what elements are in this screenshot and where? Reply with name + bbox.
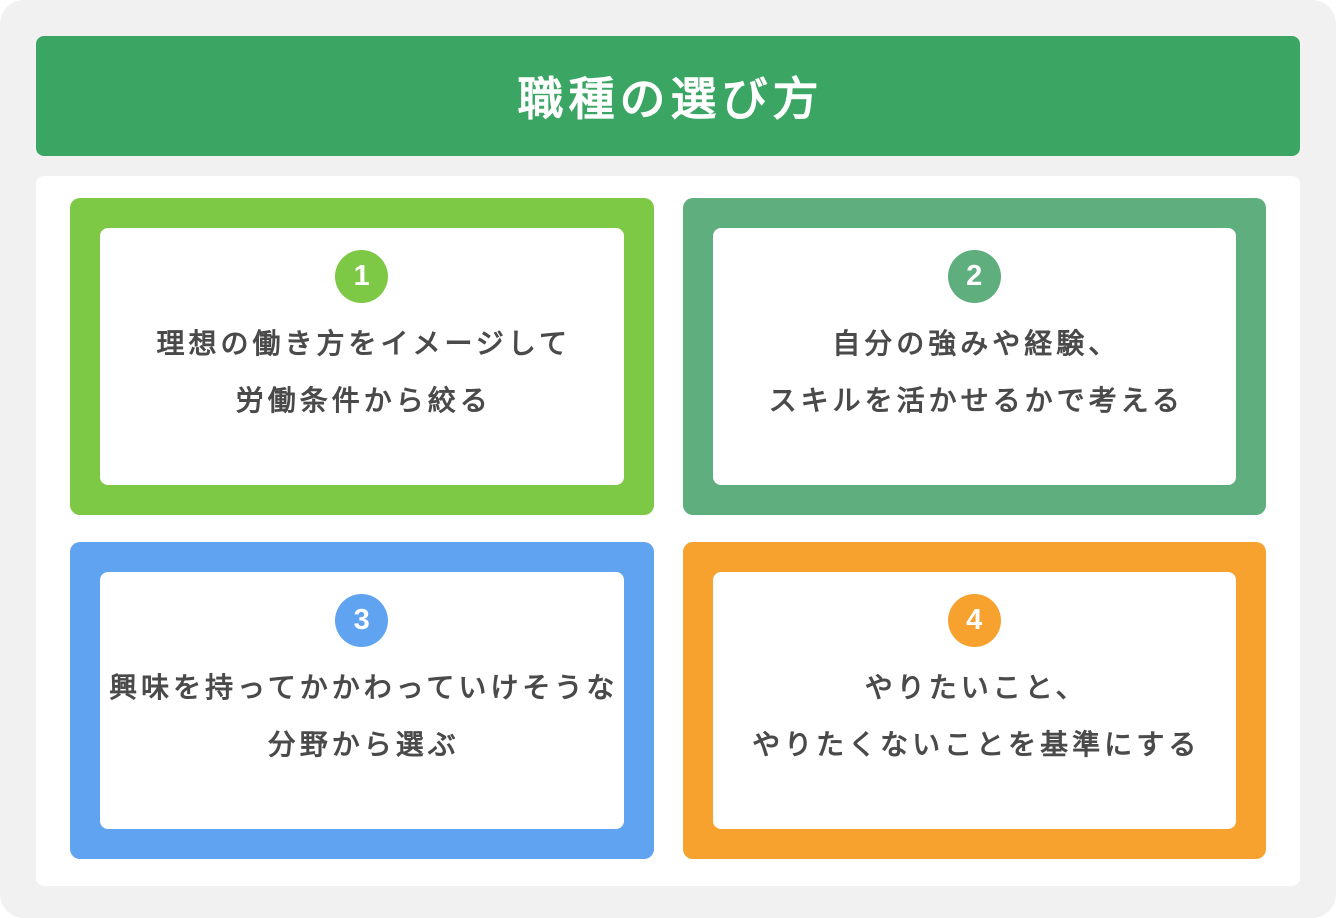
step-text-line: やりたくないことを基準にする bbox=[752, 729, 1201, 760]
cards-panel: 1 理想の働き方をイメージして 労働条件から絞る 2 自分の強みや経験、 スキル… bbox=[36, 176, 1300, 886]
card-step-1: 1 理想の働き方をイメージして 労働条件から絞る bbox=[70, 198, 654, 515]
step-number-badge: 2 bbox=[947, 250, 1001, 303]
header-banner: 職種の選び方 bbox=[36, 36, 1300, 156]
step-number-badge: 3 bbox=[335, 594, 389, 647]
card-step-4: 4 やりたいこと、 やりたくないことを基準にする bbox=[682, 542, 1266, 859]
step-text-line: 理想の働き方をイメージして bbox=[156, 328, 572, 359]
step-description: 自分の強みや経験、 スキルを活かせるかで考える bbox=[765, 315, 1184, 429]
card-body: 1 理想の働き方をイメージして 労働条件から絞る bbox=[100, 228, 624, 485]
step-description: 興味を持ってかかわっていけそうな 分野から選ぶ bbox=[105, 659, 618, 773]
card-body: 4 やりたいこと、 やりたくないことを基準にする bbox=[712, 572, 1236, 829]
step-number-badge: 1 bbox=[335, 250, 389, 303]
step-number-badge: 4 bbox=[947, 594, 1001, 647]
card-body: 2 自分の強みや経験、 スキルを活かせるかで考える bbox=[712, 228, 1236, 485]
step-description: やりたいこと、 やりたくないことを基準にする bbox=[748, 659, 1200, 773]
card-step-2: 2 自分の強みや経験、 スキルを活かせるかで考える bbox=[682, 198, 1266, 515]
card-body: 3 興味を持ってかかわっていけそうな 分野から選ぶ bbox=[100, 572, 624, 829]
step-text-line: 労働条件から絞る bbox=[235, 385, 492, 416]
step-text-line: スキルを活かせるかで考える bbox=[768, 385, 1184, 416]
step-description: 理想の働き方をイメージして 労働条件から絞る bbox=[152, 315, 571, 429]
page-title: 職種の選び方 bbox=[517, 73, 824, 125]
step-text-line: 分野から選ぶ bbox=[267, 729, 460, 760]
step-text-line: やりたいこと、 bbox=[864, 672, 1088, 703]
step-text-line: 興味を持ってかかわっていけそうな bbox=[109, 672, 619, 703]
step-text-line: 自分の強みや経験、 bbox=[832, 328, 1121, 359]
card-step-3: 3 興味を持ってかかわっていけそうな 分野から選ぶ bbox=[70, 542, 654, 859]
